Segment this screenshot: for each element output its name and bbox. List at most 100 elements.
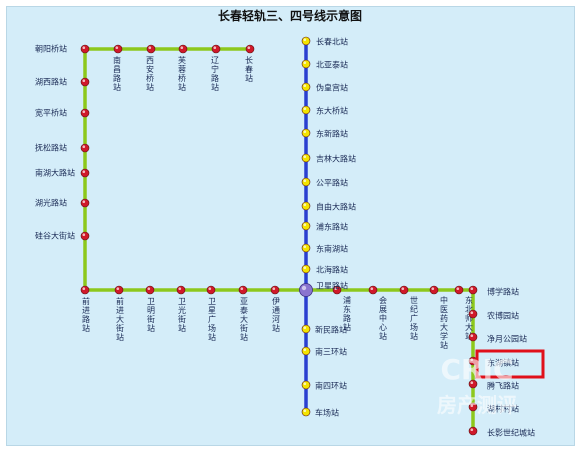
station-label: 湖村村站 [487, 404, 519, 414]
svg-text:亚泰大街站: 亚泰大街站 [240, 297, 248, 342]
station-label: 车场站 [315, 408, 339, 418]
station-label: 北亚泰站 [316, 60, 348, 70]
station-label: 伊通河站 [272, 296, 280, 333]
station-label: 东湖镇站 [487, 358, 519, 368]
svg-text:南昌路站: 南昌路站 [113, 55, 121, 92]
svg-text:浦东路站: 浦东路站 [343, 295, 351, 332]
line3-station [454, 285, 464, 295]
station-label: 南四环站 [315, 381, 347, 391]
station-label: 腾飞路站 [487, 381, 519, 391]
station-label: 南三环站 [315, 347, 347, 357]
station-label: 北海路站 [316, 265, 348, 275]
station-label: 西安桥站 [146, 56, 154, 92]
line3-station [145, 285, 155, 295]
line4-station [301, 128, 311, 138]
line4-station [301, 36, 311, 46]
svg-text:卫明街站: 卫明街站 [147, 297, 155, 333]
line3-station [468, 285, 478, 295]
station-label: 会展中心站 [379, 295, 387, 341]
line3-station [80, 285, 90, 295]
svg-text:长春站: 长春站 [245, 55, 253, 83]
station-label: 吉林大路站 [316, 154, 356, 164]
line3-station [80, 168, 90, 178]
station-label: 长春站 [245, 55, 253, 83]
svg-text:芙蓉桥站: 芙蓉桥站 [178, 55, 186, 92]
station-label: 湖光路站 [35, 198, 67, 208]
line3-station [270, 285, 280, 295]
line4-station [301, 346, 311, 356]
svg-text:卫星广场站: 卫星广场站 [208, 297, 216, 342]
station-label: 博学路站 [487, 287, 519, 297]
station-label: 芙蓉桥站 [178, 55, 186, 92]
map-title: 长春轻轨三、四号线示意图 [218, 8, 362, 23]
line3-station [80, 108, 90, 118]
line4-station [301, 324, 311, 334]
station-label: 世纪广场站 [410, 295, 418, 341]
svg-text:世纪广场站: 世纪广场站 [410, 295, 418, 341]
line3-station [399, 285, 409, 295]
station-label: 长春北站 [316, 37, 348, 47]
station-label: 净月公园站 [487, 334, 527, 344]
line3-station [146, 44, 156, 54]
line4-station [301, 59, 311, 69]
line3-station [468, 426, 478, 436]
line3-station [468, 309, 478, 319]
line3-station [80, 231, 90, 241]
line3-station [332, 285, 342, 295]
watermark-logo: CRIC 房产测评 [437, 353, 517, 417]
station-label: 浦东路站 [316, 222, 348, 232]
station-label: 中医药大学站 [440, 295, 448, 350]
svg-text:中医药大学站: 中医药大学站 [440, 295, 448, 350]
svg-text:前进路站: 前进路站 [82, 296, 90, 333]
line3-station [206, 285, 216, 295]
svg-text:前进大街站: 前进大街站 [116, 296, 124, 342]
line4-station [301, 105, 311, 115]
line3-station [238, 285, 248, 295]
station-label: 新民路站 [315, 325, 347, 335]
svg-text:卫光街站: 卫光街站 [178, 297, 186, 333]
transit-map: 长春轻轨三、四号线示意图朝阳桥站湖西路站宽平桥站抚松路站南湖大路站湖光路站硅谷大… [6, 6, 575, 446]
station-label: 前进路站 [82, 296, 90, 333]
line4-station [301, 264, 311, 274]
line3-station [368, 285, 378, 295]
line4-station [301, 407, 311, 417]
line3-station [245, 44, 255, 54]
station-label: 东新路站 [316, 129, 348, 139]
line3-station [211, 44, 221, 54]
station-label: 浦东路站 [343, 295, 351, 332]
line3-station [114, 285, 124, 295]
line4-station [301, 201, 311, 211]
station-label: 硅谷大街站 [35, 231, 75, 241]
station-label: 前进大街站 [116, 296, 124, 342]
line4-station [301, 153, 311, 163]
station-label: 朝阳桥站 [35, 44, 67, 54]
station-label: 南湖大路站 [35, 168, 75, 178]
station-label: 宽平桥站 [35, 108, 67, 118]
station-label: 农博园站 [487, 311, 519, 321]
station-label: 公平路站 [316, 178, 348, 188]
line3-station [80, 44, 90, 54]
station-label: 自由大路站 [316, 202, 356, 212]
map-canvas: 长春轻轨三、四号线示意图朝阳桥站湖西路站宽平桥站抚松路站南湖大路站湖光路站硅谷大… [35, 8, 545, 438]
line3-station [80, 77, 90, 87]
line3-station [113, 44, 123, 54]
line4-station [301, 221, 311, 231]
line3-station [178, 44, 188, 54]
station-label: 湖西路站 [35, 77, 67, 87]
station-label: 辽宁路站 [211, 56, 219, 92]
highlight-box [475, 349, 545, 379]
svg-text:CRIC: CRIC [440, 353, 513, 386]
svg-text:西安桥站: 西安桥站 [146, 56, 154, 92]
line3-station [80, 143, 90, 153]
station-label: 卫星路站 [316, 281, 348, 291]
transfer-station [299, 283, 313, 297]
line4-station [301, 243, 311, 253]
line3-station [176, 285, 186, 295]
line3-station [468, 402, 478, 412]
svg-text:房产测评: 房产测评 [437, 393, 517, 417]
line3-station [468, 379, 478, 389]
station-label: 长影世纪城站 [487, 428, 535, 438]
line3-station [429, 285, 439, 295]
line3-station [80, 198, 90, 208]
station-label: 卫星广场站 [208, 297, 216, 342]
